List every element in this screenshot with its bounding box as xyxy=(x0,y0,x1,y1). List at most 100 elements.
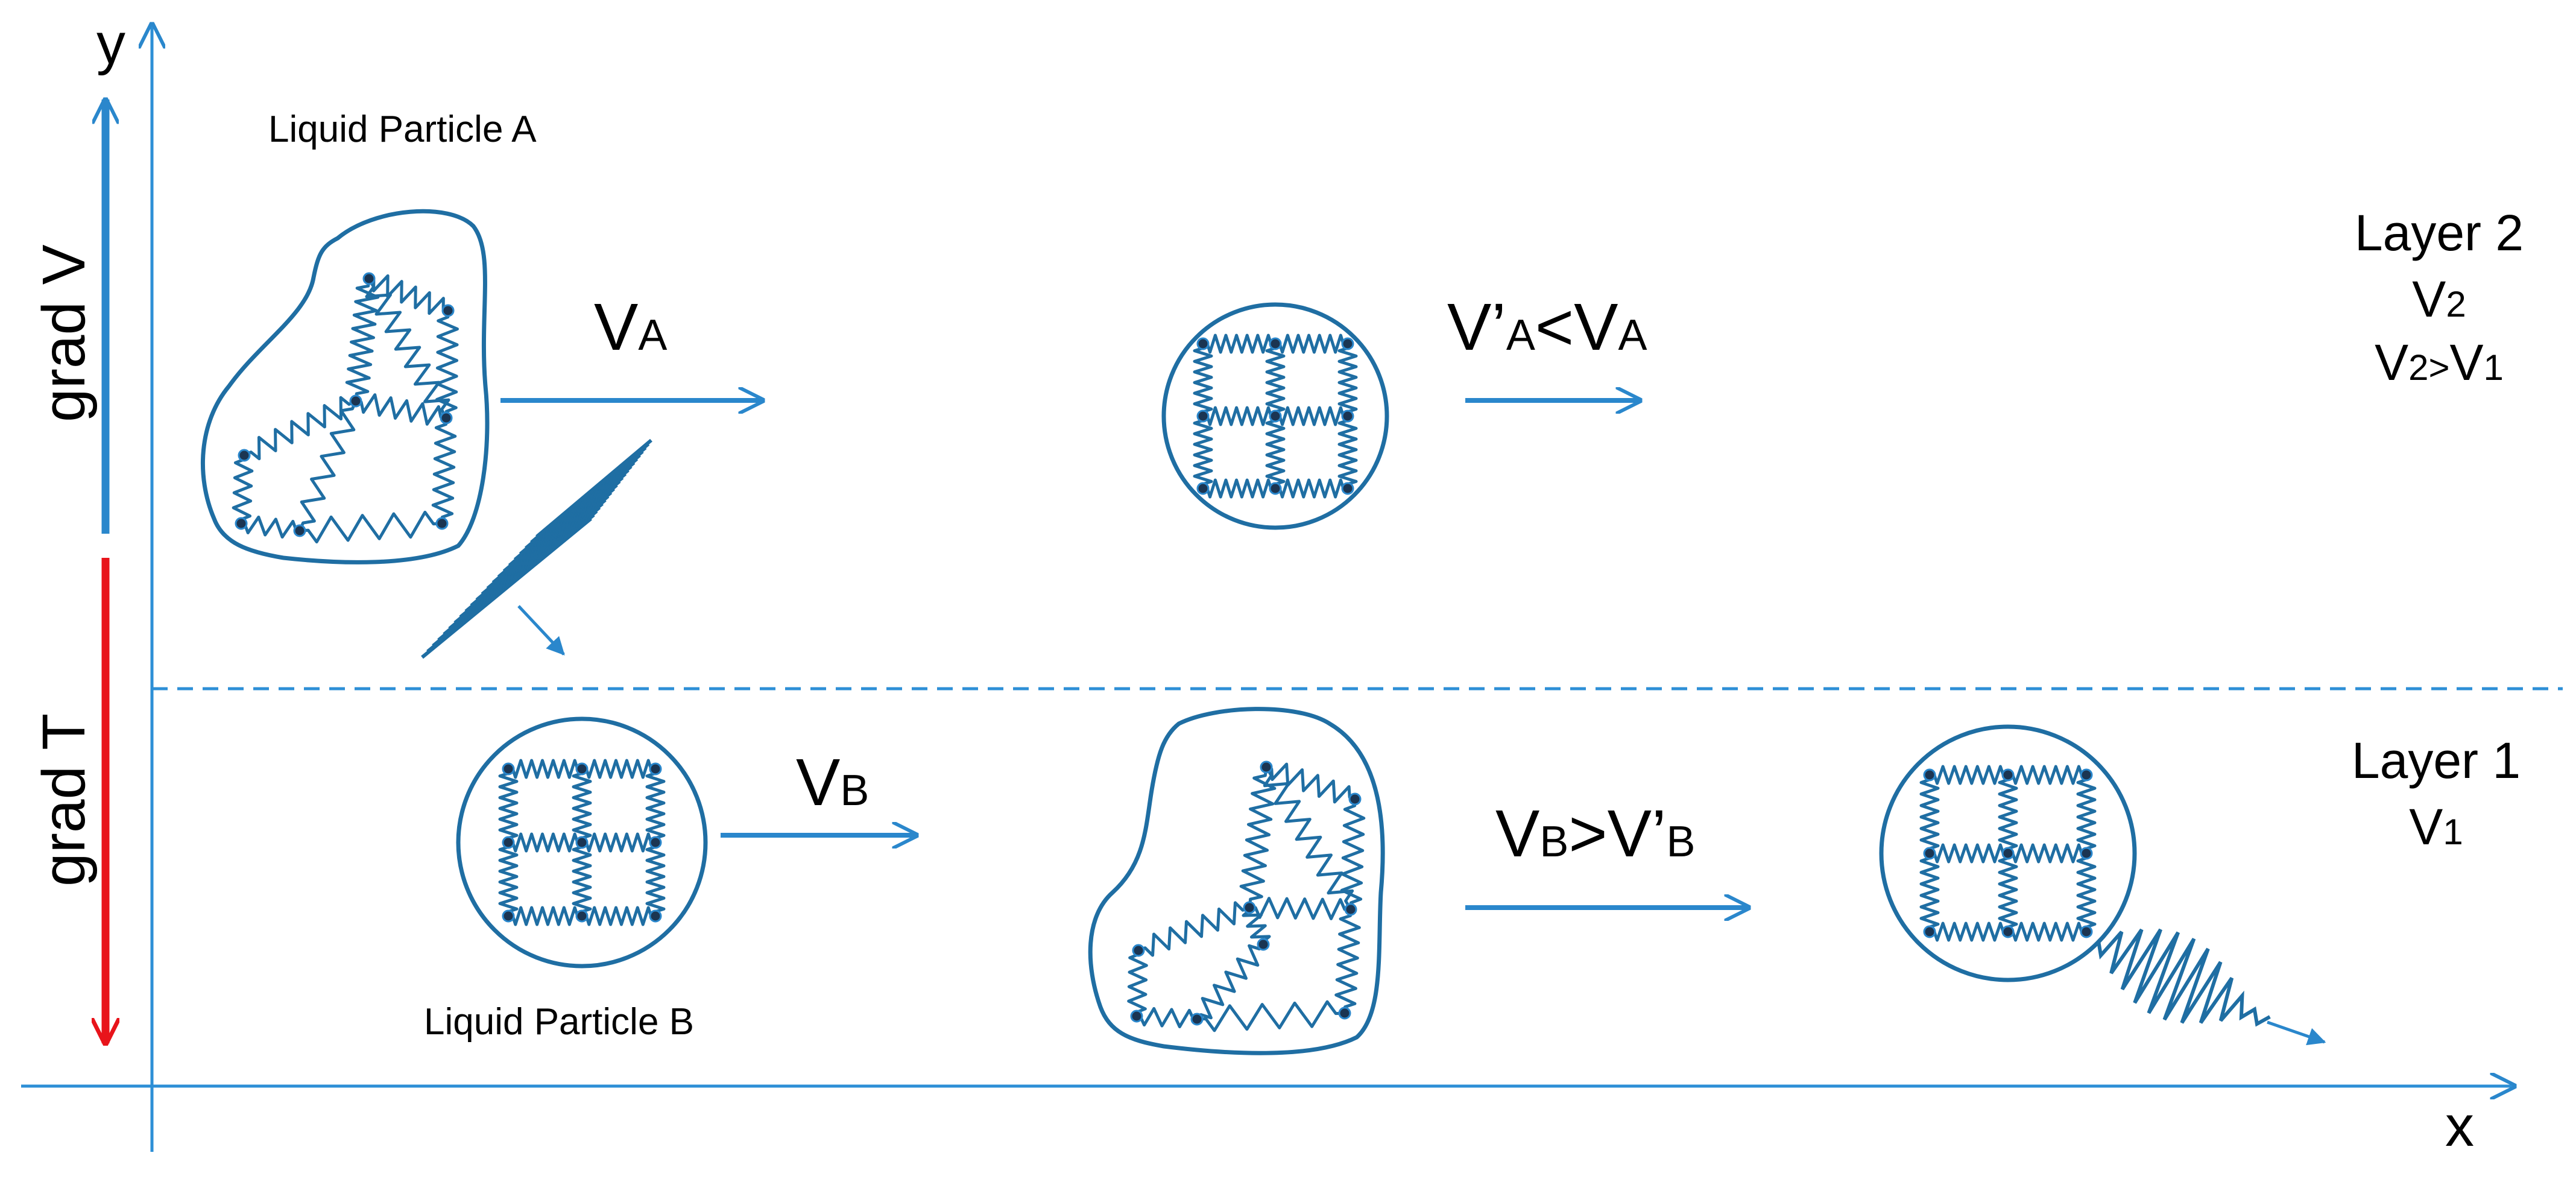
molecule-node xyxy=(441,304,455,317)
spring xyxy=(1249,897,1351,920)
spring-vertical xyxy=(645,769,666,842)
molecule-node xyxy=(1341,409,1354,423)
spring-horizontal xyxy=(1203,478,1275,499)
molecule-node xyxy=(349,394,362,408)
spring-stretched xyxy=(345,278,380,402)
spring-stretched xyxy=(299,510,443,544)
layer1-speed: V1 xyxy=(2409,798,2463,855)
layer2-speed: V2 xyxy=(2412,271,2466,327)
layer2-comparison: V2>V1 xyxy=(2375,334,2504,391)
spring-vertical xyxy=(1919,775,1940,853)
molecule-node xyxy=(1341,482,1354,495)
molecule-node xyxy=(502,909,515,923)
spring-horizontal xyxy=(1930,921,2008,942)
layer1-labels: Layer 1 V1 xyxy=(2352,732,2521,855)
molecule-node xyxy=(575,836,589,849)
emission-arrow xyxy=(517,605,565,656)
molecule-node xyxy=(1341,337,1354,350)
gradient-arrows: grad V grad T xyxy=(30,100,106,1043)
molecule-node xyxy=(1130,1010,1143,1023)
spring xyxy=(1127,950,1148,1017)
molecule-node xyxy=(2080,768,2093,782)
spring xyxy=(1266,762,1356,804)
molecule-node xyxy=(575,762,589,776)
spring-horizontal xyxy=(508,759,582,779)
spring-vertical xyxy=(1193,416,1213,488)
molecule-node xyxy=(1923,768,1936,782)
va-label: VA xyxy=(594,290,667,364)
molecule-node xyxy=(1190,1013,1204,1026)
emission-wave xyxy=(2097,928,2271,1027)
molecule-node xyxy=(2001,768,2015,782)
molecule-node xyxy=(1243,901,1256,914)
spring-horizontal xyxy=(1930,843,2008,864)
spring xyxy=(1239,766,1277,908)
axes: y x xyxy=(21,11,2514,1158)
spring-vertical xyxy=(498,769,519,842)
molecule-node xyxy=(575,909,589,923)
spring xyxy=(1136,1007,1198,1029)
spring-stretched xyxy=(241,515,300,539)
spring-stretched xyxy=(355,393,447,426)
spring-horizontal xyxy=(582,832,655,853)
va-prime-label: V’A<VA xyxy=(1447,290,1647,364)
molecule-node xyxy=(1196,482,1210,495)
layer1-title: Layer 1 xyxy=(2352,732,2521,789)
spring-horizontal xyxy=(582,759,655,779)
molecule-node xyxy=(649,909,662,923)
spring-vertical xyxy=(572,842,592,916)
spring-horizontal xyxy=(2008,843,2086,864)
particle-a-outline xyxy=(201,209,490,564)
spring xyxy=(1334,909,1361,1014)
spring-vertical xyxy=(1998,853,2018,932)
spring-networks xyxy=(232,272,2097,1032)
vb-label: VB xyxy=(796,745,869,820)
grad-t-label: grad T xyxy=(30,713,98,886)
molecule-node xyxy=(1269,337,1282,350)
grad-v-label: grad V xyxy=(30,244,98,422)
spring-vertical xyxy=(1265,344,1286,416)
spring-stretched xyxy=(431,417,457,524)
molecule-node xyxy=(1923,847,1936,860)
vb-compare-label: VB>V’B xyxy=(1495,797,1695,871)
molecule-node xyxy=(362,272,376,285)
molecule-node xyxy=(1260,760,1273,774)
spring-horizontal xyxy=(1203,406,1275,426)
spring-vertical xyxy=(1265,416,1286,488)
molecule-node xyxy=(1196,337,1210,350)
spring-stretched xyxy=(365,277,450,419)
spring-horizontal xyxy=(1930,765,2008,785)
molecule-node xyxy=(435,517,449,530)
spring xyxy=(1263,766,1354,911)
spring-horizontal xyxy=(1275,406,1348,426)
layer2-title: Layer 2 xyxy=(2355,204,2524,261)
molecule-node xyxy=(2080,847,2093,860)
molecule-node xyxy=(1269,409,1282,423)
spring-stretched xyxy=(232,455,254,524)
molecule-node xyxy=(238,449,251,462)
molecule-node xyxy=(1923,925,1936,938)
spring-stretched xyxy=(243,396,357,461)
molecule-node xyxy=(502,762,515,776)
molecule-node xyxy=(649,762,662,776)
molecule-node xyxy=(440,411,453,425)
molecule-node xyxy=(2080,925,2093,938)
spring-vertical xyxy=(1998,775,2018,853)
y-axis-label: y xyxy=(96,11,125,76)
molecule-node xyxy=(1269,482,1282,495)
spring-vertical xyxy=(2076,775,2097,853)
molecule-node xyxy=(1338,1007,1351,1020)
emission-hatch xyxy=(535,438,652,539)
spring-horizontal xyxy=(508,832,582,853)
particle-b-outline xyxy=(1088,707,1385,1055)
molecule-node xyxy=(1348,792,1362,806)
spring xyxy=(1138,901,1250,957)
particle-b-deformed xyxy=(1088,707,1385,1055)
spring xyxy=(1196,1000,1345,1032)
spring-horizontal xyxy=(2008,921,2086,942)
spring-vertical xyxy=(645,842,666,916)
spring-stretched xyxy=(368,274,449,315)
particle-a-relaxed xyxy=(1161,302,1389,530)
particle-a-label: Liquid Particle A xyxy=(268,109,537,150)
